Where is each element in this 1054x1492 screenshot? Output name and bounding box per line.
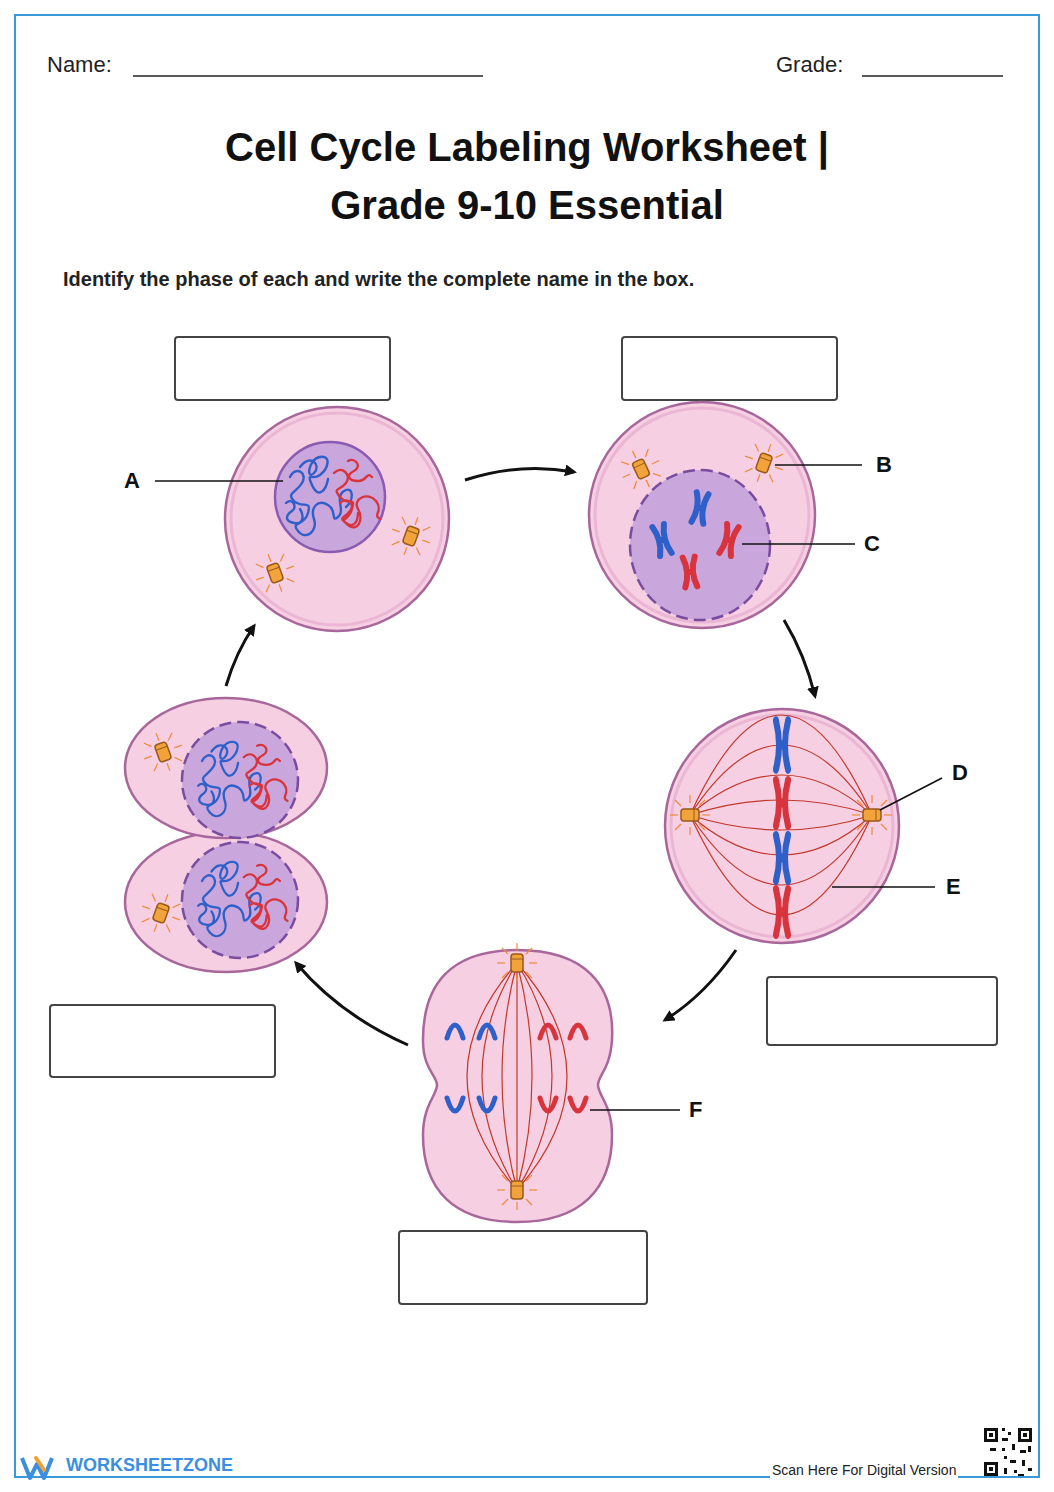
field-label: Name: [47,52,112,77]
callout-letter: D [952,760,968,785]
qr-caption: Scan Here For Digital Version [770,1462,958,1478]
callout-letter: C [864,531,880,556]
worksheet-title: Cell Cycle Labeling Worksheet | Grade 9-… [187,118,867,234]
callout-letter: A [124,468,140,493]
callout-letter: B [876,452,892,477]
instruction-text: Identify the phase of each and write the… [63,268,694,291]
callout-letter: F [689,1097,702,1122]
field-label: Grade: [776,52,843,77]
callout-letter: E [946,874,961,899]
brand-logo-text: WORKSHEETZONE [64,1455,235,1476]
